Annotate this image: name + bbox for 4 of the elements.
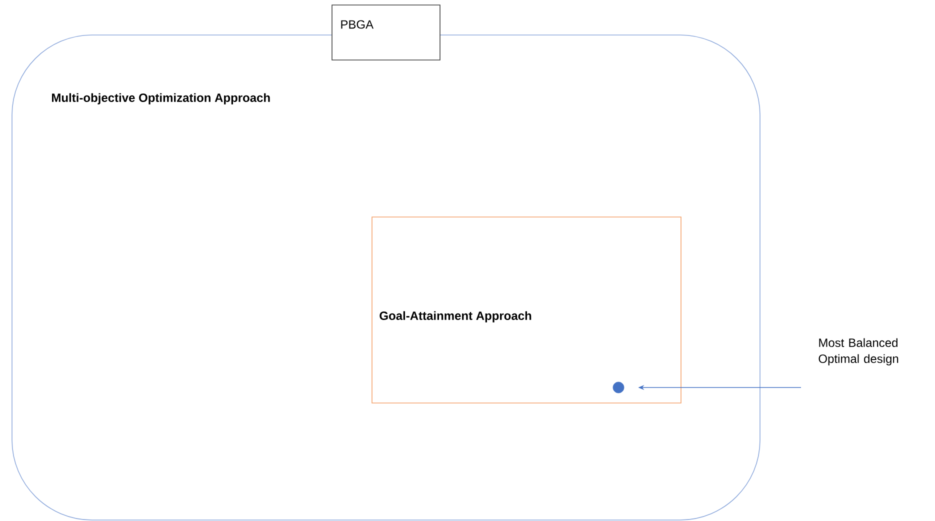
dot xyxy=(612,382,624,394)
text-label: Most Balanced Optimal design xyxy=(818,338,898,366)
inner-box: Goal-Attainment Approach xyxy=(372,216,682,404)
label-box: PBGA xyxy=(332,4,440,60)
